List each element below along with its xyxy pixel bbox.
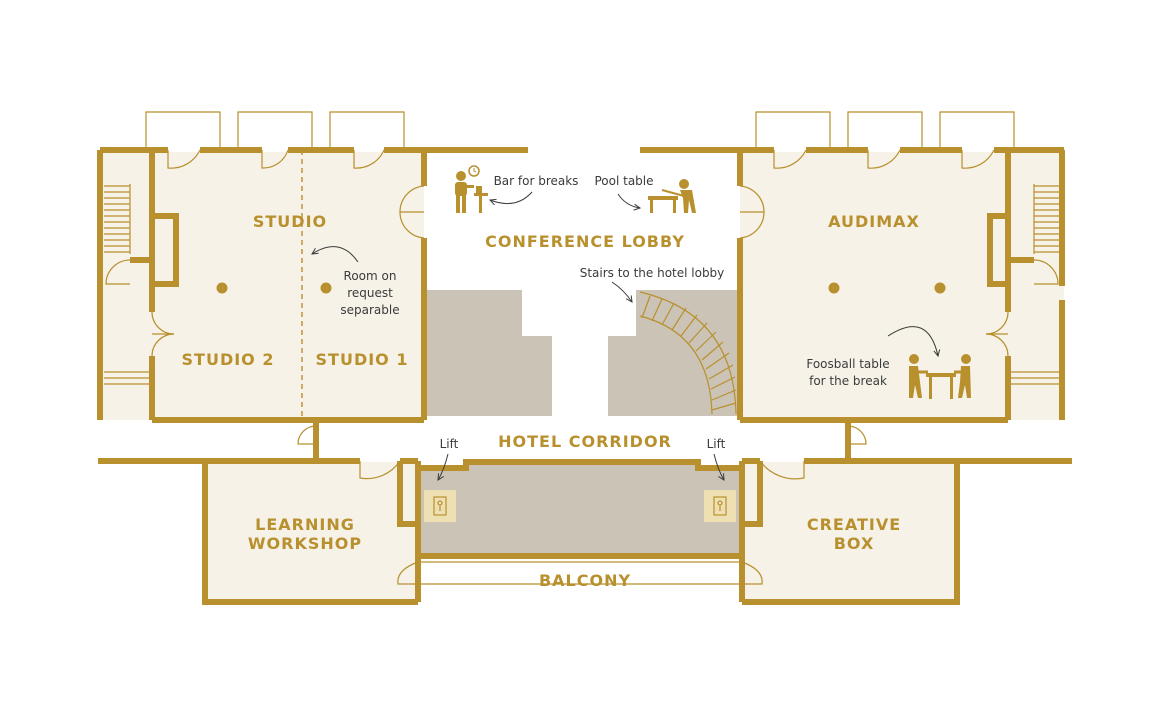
door-swing-icon xyxy=(773,149,807,169)
door-swing-icon xyxy=(867,149,901,169)
left-side-room xyxy=(100,152,152,420)
creative-box-label-line2: BOX xyxy=(833,534,875,553)
column-dot-icon xyxy=(216,282,228,294)
column-dot-icon xyxy=(320,282,332,294)
door-swing-icon xyxy=(359,460,401,480)
curved-arrow-icon xyxy=(617,193,640,208)
walls xyxy=(97,147,1072,605)
door-swing-icon xyxy=(151,333,175,357)
door-swing-icon xyxy=(297,425,317,445)
lift-right-note: Lift xyxy=(706,437,726,451)
learning-workshop-label-line2: WORKSHOP xyxy=(247,534,363,553)
room-on-request-note-line3: separable xyxy=(340,303,400,317)
door-swing-icon xyxy=(739,185,765,213)
curved-arrow-icon xyxy=(490,191,533,204)
pool-table-icon xyxy=(648,179,696,213)
foosball-note-line1: Foosball table xyxy=(806,357,890,371)
service-block-left xyxy=(426,290,552,416)
door-swing-icon xyxy=(847,425,867,445)
pool-table-note: Pool table xyxy=(594,174,654,188)
room-on-request-note-line2: request xyxy=(347,286,393,300)
learning-workshop-room xyxy=(205,462,415,602)
creative-box-label-line1: CREATIVE xyxy=(806,515,902,534)
creative-box-room xyxy=(745,462,957,602)
audimax-label: AUDIMAX xyxy=(828,212,920,231)
curved-arrow-icon xyxy=(713,453,724,480)
hotel-corridor-label: HOTEL CORRIDOR xyxy=(498,432,672,451)
central-block xyxy=(418,462,742,556)
door-swings xyxy=(105,149,1059,480)
door-swing-icon xyxy=(1033,259,1059,285)
door-swing-icon xyxy=(105,259,131,285)
right-side-room xyxy=(1006,152,1064,420)
studio-label: STUDIO xyxy=(252,212,328,231)
bar-note: Bar for breaks xyxy=(493,174,579,188)
door-swing-icon xyxy=(261,149,289,169)
studio-1-label: STUDIO 1 xyxy=(315,350,409,369)
room-on-request-note-line1: Room on xyxy=(343,269,397,283)
door-swing-icon xyxy=(759,460,805,480)
door-swing-icon xyxy=(739,211,765,239)
curved-staircase xyxy=(639,291,737,415)
curved-arrow-icon xyxy=(312,246,359,263)
column-dot-icon xyxy=(934,282,946,294)
stair-block xyxy=(608,290,738,416)
curved-arrow-icon xyxy=(438,453,449,480)
column-dot-icon xyxy=(828,282,840,294)
side-stairs xyxy=(104,184,1060,385)
studio-2-label: STUDIO 2 xyxy=(181,350,275,369)
stairs-note: Stairs to the hotel lobby xyxy=(579,266,725,280)
door-swing-icon xyxy=(399,185,425,213)
door-swing-icon xyxy=(353,149,385,169)
foosball-table-icon xyxy=(909,354,971,399)
window-bays xyxy=(145,111,1015,150)
door-swing-icon xyxy=(961,149,995,169)
door-swing-icon xyxy=(167,149,201,169)
balcony-label: BALCONY xyxy=(538,571,632,590)
curved-arrow-icon xyxy=(887,326,938,356)
lift-left-note: Lift xyxy=(439,437,459,451)
door-swing-icon xyxy=(399,211,425,239)
bar-person-icon xyxy=(455,165,488,213)
lift-icon xyxy=(713,496,727,516)
foosball-note-line2: for the break xyxy=(809,374,887,388)
balcony-outline xyxy=(397,561,763,585)
conference-lobby-label: CONFERENCE LOBBY xyxy=(485,232,685,251)
studio-room xyxy=(152,152,424,420)
door-swing-icon xyxy=(985,333,1009,357)
learning-workshop-label-line1: LEARNING xyxy=(255,515,355,534)
curved-arrow-icon xyxy=(611,281,632,302)
lift-icon xyxy=(433,496,447,516)
